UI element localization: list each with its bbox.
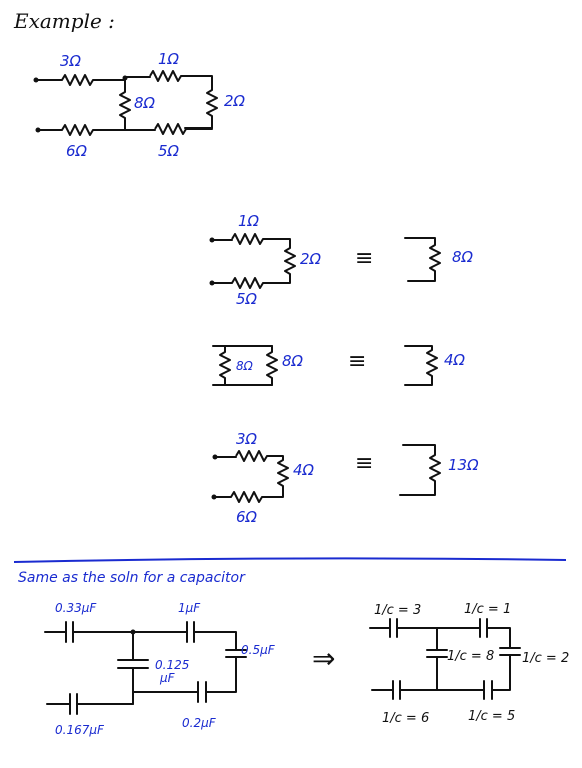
- label-r-1ohm: 1Ω: [158, 50, 180, 68]
- label-c-0-125: 0.125: [155, 658, 189, 672]
- label-inv-2: 1/c = 2: [522, 651, 569, 666]
- label-c-0-33uf: 0.33μF: [55, 601, 97, 615]
- resistor-1ohm: [231, 233, 264, 245]
- capacitor-inv-3: [389, 618, 398, 638]
- resistor-2ohm: [284, 247, 296, 275]
- label-r-4ohm: 4Ω: [293, 461, 315, 479]
- wire: [193, 631, 237, 651]
- resistor-equivalent: [429, 244, 441, 272]
- label-c-0-2uf: 0.2μF: [182, 716, 217, 730]
- resistor-4ohm: [277, 459, 289, 487]
- label-r-3ohm: 3Ω: [60, 52, 82, 70]
- wire: [407, 270, 436, 282]
- step-series-reduction-2: 3Ω 4Ω 6Ω ≡ 13Ω: [211, 430, 479, 526]
- label-r-2ohm: 2Ω: [224, 92, 246, 110]
- wire: [404, 237, 436, 246]
- circuit-reciprocal-capacitance: 1/c = 3 1/c = 1 1/c = 8 1/c = 2 1/c = 6 …: [369, 602, 569, 726]
- circuit-full-network: 3Ω 1Ω 8Ω 2Ω 6Ω 5Ω: [33, 50, 246, 160]
- resistor-8ohm-right: [266, 351, 278, 379]
- wire: [262, 238, 291, 249]
- capacitor-inv-8: [426, 649, 448, 658]
- wire: [486, 627, 511, 649]
- step-series-reduction-1: 1Ω 2Ω 5Ω ≡ 8Ω: [209, 212, 474, 308]
- wire: [205, 656, 237, 693]
- resistor-8ohm-left: [219, 351, 231, 379]
- label-r-8ohm: 8Ω: [134, 94, 156, 112]
- capacitor-0-167uf: [69, 693, 78, 715]
- equivalence-symbol: ≡: [355, 451, 373, 476]
- label-inv-6: 1/c = 6: [382, 711, 429, 726]
- label-result: 8Ω: [452, 248, 474, 266]
- terminal-bottom: [209, 280, 215, 286]
- capacitor-inv-6: [392, 680, 401, 700]
- capacitor-note: Same as the soln for a capacitor: [18, 570, 246, 586]
- circuit-capacitor-network: 0.33μF 1μF 0.125 μF 0.5μF 0.167μF 0.2μF: [44, 601, 276, 737]
- wire: [261, 485, 284, 498]
- label-r-6ohm: 6Ω: [236, 508, 258, 526]
- label-r-8ohm-left: 8Ω: [236, 359, 254, 373]
- implies-arrow: ⇒: [312, 642, 335, 675]
- example-title: Example :: [13, 9, 115, 33]
- wire: [184, 115, 213, 129]
- label-inv-5: 1/c = 5: [468, 709, 515, 724]
- label-r-8ohm-right: 8Ω: [282, 352, 304, 370]
- equivalence-symbol: ≡: [348, 349, 366, 374]
- step-parallel-reduction: 8Ω 8Ω ≡ 4Ω: [212, 345, 466, 386]
- resistor-6ohm: [230, 491, 263, 503]
- label-result: 13Ω: [448, 456, 479, 474]
- wire: [399, 480, 436, 496]
- label-inv-8: 1/c = 8: [447, 649, 494, 664]
- label-r-1ohm: 1Ω: [238, 212, 260, 230]
- wire: [402, 444, 436, 456]
- wire: [262, 273, 291, 284]
- resistor-5ohm: [154, 123, 187, 135]
- label-r-6ohm: 6Ω: [66, 142, 88, 160]
- terminal-bottom: [211, 494, 217, 500]
- resistor-3ohm: [235, 450, 268, 462]
- label-inv-1: 1/c = 1: [464, 602, 511, 617]
- label-c-1uf: 1μF: [178, 601, 201, 615]
- capacitor-0-2uf: [197, 681, 207, 703]
- label-r-5ohm: 5Ω: [236, 290, 258, 308]
- resistor-6ohm: [61, 124, 94, 136]
- label-r-3ohm: 3Ω: [236, 430, 258, 448]
- resistor-1ohm: [149, 70, 182, 82]
- resistor-equivalent: [429, 454, 441, 482]
- resistor-3ohm: [61, 74, 94, 86]
- wire: [180, 75, 213, 91]
- label-c-0-5uf: 0.5μF: [241, 643, 276, 657]
- capacitor-0-125uf: [117, 659, 149, 669]
- wire: [266, 455, 284, 461]
- wire: [404, 345, 433, 351]
- equivalence-symbol: ≡: [355, 246, 373, 271]
- capacitor-inv-5: [483, 680, 493, 700]
- wire: [76, 691, 199, 705]
- capacitor-inv-2: [499, 647, 521, 656]
- label-c-0-125-unit: μF: [159, 671, 176, 685]
- label-r-5ohm: 5Ω: [158, 142, 180, 160]
- wire: [404, 375, 433, 386]
- resistor-5ohm: [231, 277, 264, 289]
- resistor-equivalent: [426, 349, 438, 377]
- resistor-2ohm: [206, 89, 218, 117]
- label-c-0-167uf: 0.167μF: [55, 723, 105, 737]
- capacitor-inv-1: [479, 618, 488, 638]
- resistor-8ohm: [119, 91, 131, 119]
- capacitor-0-33uf: [65, 621, 74, 643]
- capacitor-1uf: [186, 621, 195, 643]
- wire: [491, 654, 511, 691]
- label-inv-3: 1/c = 3: [374, 603, 421, 618]
- label-result: 4Ω: [444, 351, 466, 369]
- label-r-2ohm: 2Ω: [300, 250, 322, 268]
- section-divider: [13, 557, 567, 563]
